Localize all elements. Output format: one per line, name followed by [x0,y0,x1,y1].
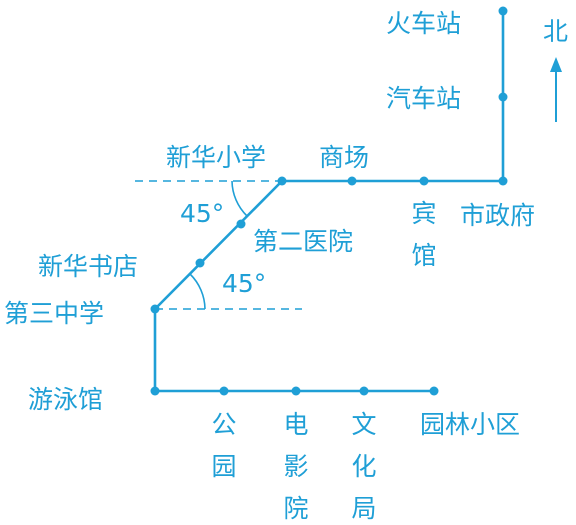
stop-city-hall [498,176,508,186]
stop-cinema [291,386,301,396]
route-line [153,9,505,393]
north-arrowhead-icon [550,57,562,72]
lower-angle-arc [189,273,206,310]
stop-xinhua-primary [277,176,287,186]
label-xinhua-primary: 新华小学 [166,143,266,172]
stop-natatorium [150,386,160,396]
stops-layer [150,6,508,396]
stop-bus-station [498,92,508,102]
stop-culture-bureau [359,386,369,396]
stop-xinhua-bookstore [195,258,205,268]
north-label: 北 [543,17,568,46]
label-train-station: 火车站 [386,9,461,38]
label-culture-bureau: 文化局 [351,410,376,523]
label-lower-angle: 45° [222,269,266,298]
label-bus-station: 汽车站 [386,84,461,113]
label-hotel: 宾馆 [411,199,436,270]
label-mall: 商场 [319,143,369,172]
stop-mall [347,176,357,186]
label-upper-angle: 45° [180,199,224,228]
label-xinhua-bookstore: 新华书店 [38,252,138,281]
label-city-hall: 市政府 [460,201,535,230]
stop-train-station [498,6,508,16]
label-park: 公园 [211,410,236,481]
stop-second-hospital [236,219,246,229]
label-natatorium: 游泳馆 [28,385,103,414]
stop-garden-district [429,386,439,396]
label-garden-district: 园林小区 [420,410,520,439]
label-second-hospital: 第二医院 [253,227,353,256]
label-third-middle: 第三中学 [4,299,104,328]
upper-angle-arc [231,180,248,217]
label-cinema: 电影院 [283,410,308,523]
stop-third-middle [150,304,160,314]
stop-hotel [419,176,429,186]
stop-park [219,386,229,396]
